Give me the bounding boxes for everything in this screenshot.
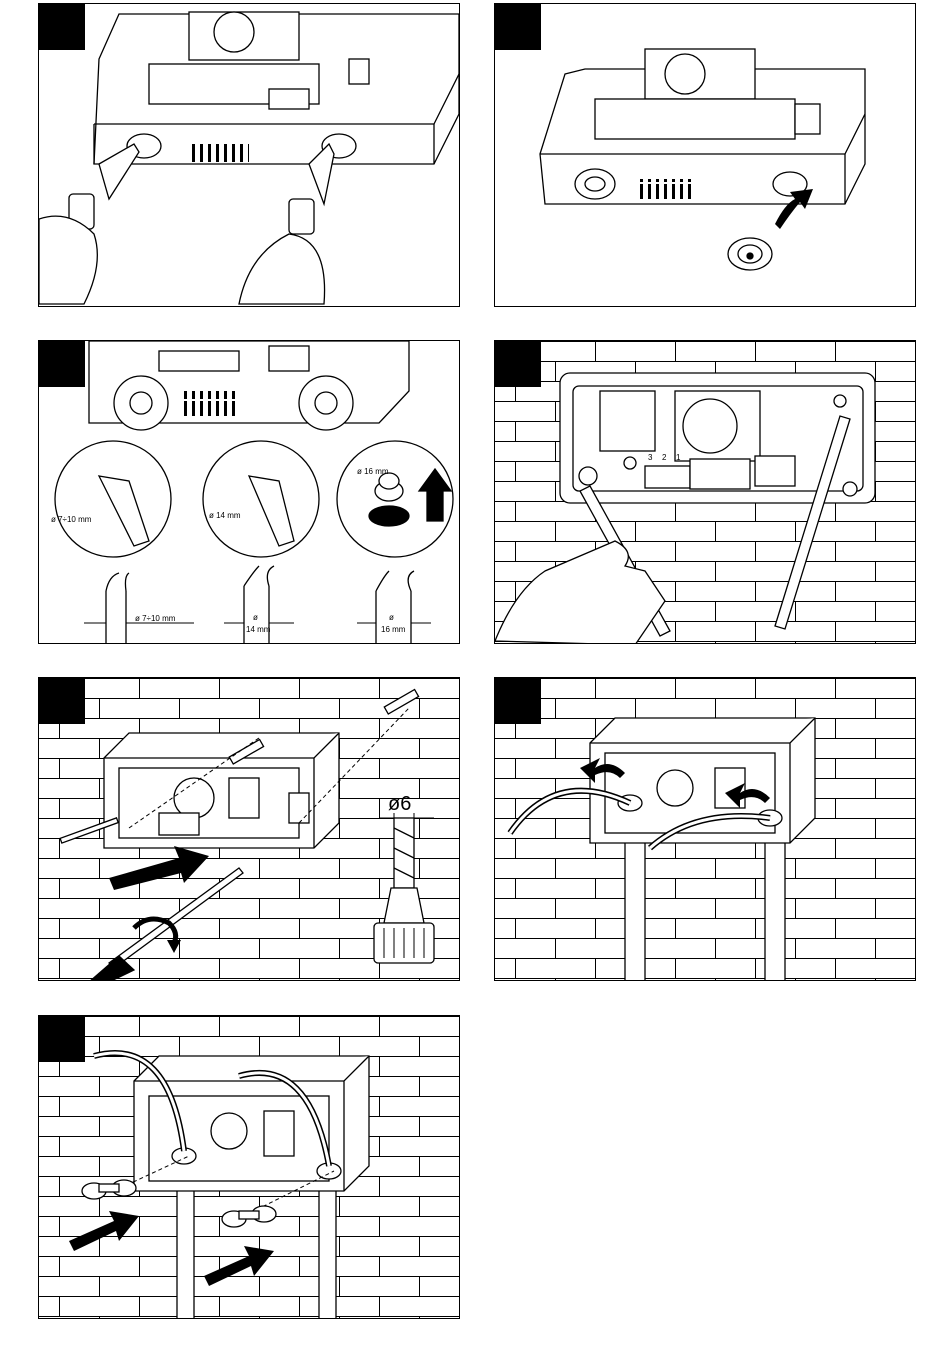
step-tab <box>495 4 541 50</box>
terminal-number: 2 <box>662 453 666 462</box>
cut-knockouts-illustration <box>39 4 460 307</box>
cable-diameter-illustration <box>39 341 460 644</box>
terminal-number: 3 <box>648 453 652 462</box>
cable-diameter-symbol: ø <box>389 613 394 622</box>
circle-diameter-label: ø 7÷10 mm <box>51 515 91 524</box>
step-tab <box>39 1016 85 1062</box>
grommet-icon <box>728 238 772 270</box>
fix-screws-illustration <box>39 678 460 981</box>
step-panel-6 <box>494 677 916 981</box>
circle-diameter-label: ø 14 mm <box>209 511 241 520</box>
drill-diameter-label: ø6 <box>388 793 411 815</box>
step-tab <box>39 4 85 50</box>
cable-clamps-illustration <box>39 1016 460 1319</box>
step-tab <box>495 678 541 724</box>
step-tab <box>39 341 85 387</box>
cable-diameter-label: ø 7÷10 mm <box>135 614 175 623</box>
cable-diameter-symbol: ø <box>253 613 258 622</box>
mark-wall-illustration <box>495 341 916 644</box>
step-panel-5: ø6 <box>38 677 460 981</box>
step-panel-2 <box>494 3 916 307</box>
cutter-icon <box>39 144 334 304</box>
step-tab <box>495 341 541 387</box>
insert-grommet-illustration <box>495 4 916 307</box>
step-panel-3: ø 7÷10 mm ø 14 mm ø 16 mm ø 7÷10 mm ø 14… <box>38 340 460 644</box>
cable-diameter-label: 14 mm <box>246 625 270 634</box>
step-panel-1 <box>38 3 460 307</box>
step-tab <box>39 678 85 724</box>
circle-diameter-label: ø 16 mm <box>357 467 389 476</box>
terminal-number: 1 <box>676 453 680 462</box>
step-panel-4: 3 2 1 <box>494 340 916 644</box>
feed-cables-illustration <box>495 678 916 981</box>
step-panel-7 <box>38 1015 460 1319</box>
cable-diameter-label: 16 mm <box>381 625 405 634</box>
